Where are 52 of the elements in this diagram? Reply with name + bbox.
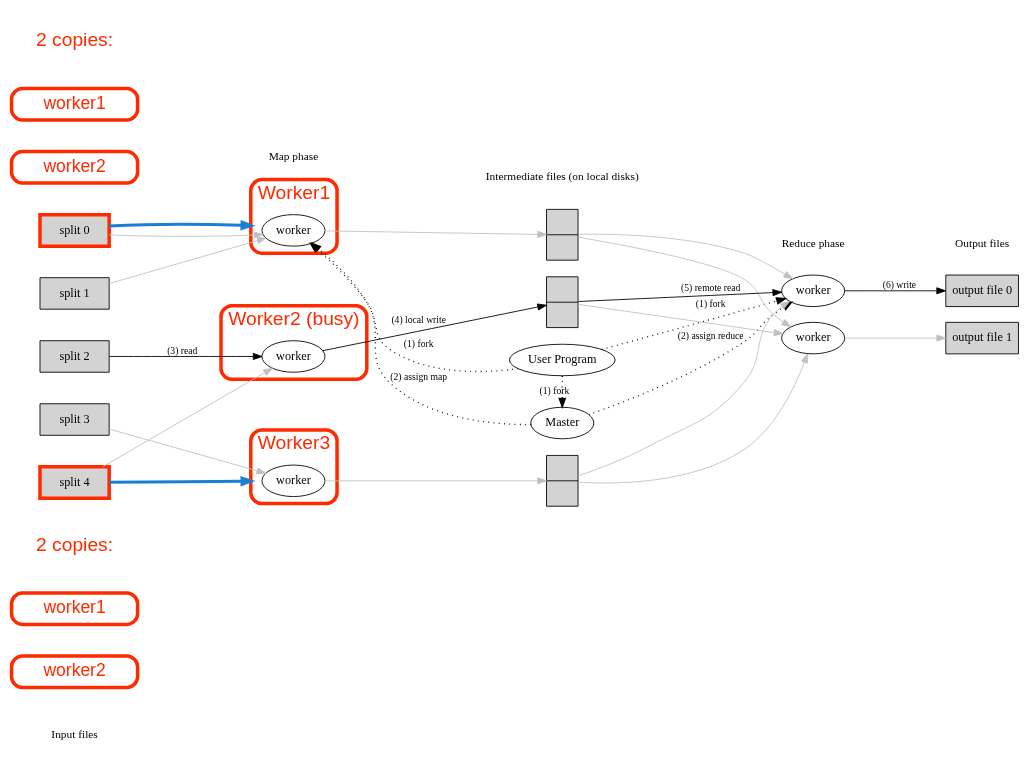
arrow — [108, 352, 263, 360]
edge-label: (1) fork — [403, 337, 434, 349]
node-box: split 3 — [39, 402, 110, 436]
edge-label: (5) remote read — [681, 281, 741, 293]
arrow — [558, 374, 567, 409]
arrow — [109, 475, 256, 486]
arrow — [577, 288, 783, 302]
arrow — [844, 334, 946, 342]
edge-label: (4) local write — [391, 313, 446, 325]
label: Intermediate files (on local disks) — [485, 169, 639, 182]
arrow — [108, 428, 267, 474]
arrow — [577, 303, 784, 336]
node-box: split 0 — [38, 212, 111, 248]
arrow — [324, 229, 547, 238]
arrow — [601, 296, 788, 350]
arrow — [844, 286, 946, 294]
node-box: output file 1 — [945, 321, 1019, 354]
node-box: worker2 — [9, 149, 140, 185]
node-ellipse: worker — [781, 321, 846, 354]
arrow — [324, 476, 547, 484]
arrow — [109, 219, 256, 230]
node-box: split 4 — [38, 464, 111, 500]
node-ellipse: worker — [261, 464, 326, 497]
arrow — [577, 353, 808, 483]
arrow — [322, 303, 547, 351]
edge-label: (2) assign map — [390, 370, 448, 382]
arrow — [577, 233, 794, 279]
node-box: output file 0 — [945, 274, 1019, 307]
edge-label: (6) write — [882, 278, 917, 290]
arrow — [577, 300, 790, 476]
edge-label: (2) assign reduce — [677, 329, 744, 341]
label: Map phase — [268, 149, 319, 162]
edge-label: (3) read — [167, 344, 198, 356]
label: Input files — [51, 727, 98, 740]
node-box: worker1 — [9, 590, 140, 626]
edge-label: (1) fork — [695, 297, 726, 309]
node-ellipse: worker — [261, 213, 326, 247]
edge-label: (1) fork — [539, 384, 570, 396]
label: 2 copies: — [36, 533, 114, 555]
node-ellipse: worker — [261, 339, 326, 373]
arrow — [108, 231, 264, 238]
node-box: worker1 — [9, 86, 140, 122]
label: Output files — [955, 236, 1010, 248]
arrow — [102, 367, 273, 467]
arrow — [108, 236, 267, 284]
node-ellipse: Master — [530, 406, 595, 439]
node-box: split 2 — [39, 339, 110, 373]
label: Reduce phase — [781, 236, 845, 248]
node-box: split 1 — [39, 276, 110, 310]
node-box: worker2 — [9, 653, 140, 689]
node-ellipse: User Program — [508, 343, 616, 376]
label: 2 copies: — [36, 28, 114, 50]
